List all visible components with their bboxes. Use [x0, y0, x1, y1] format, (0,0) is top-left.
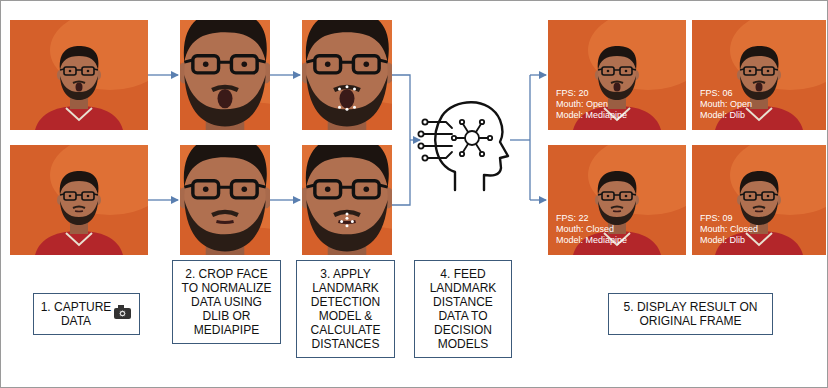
capture-photo [10, 135, 170, 255]
step-box: 4. FEED LANDMARK DISTANCE DATA TO DECISI… [414, 260, 512, 358]
result-readout: Mouth: Closed [700, 224, 758, 235]
step-box: 3. APPLY LANDMARK DETECTION MODEL & CALC… [296, 260, 395, 358]
result-readout: FPS: 06 [700, 88, 752, 99]
result-readout: Model: Mediapipe [556, 235, 627, 246]
result-readout: FPS: 09 [700, 213, 758, 224]
step-label: 2. CROP FACE TO NORMALIZE DATA USING DLI… [178, 267, 275, 337]
result-readout: Mouth: Closed [556, 224, 627, 235]
step-label: 3. APPLY LANDMARK DETECTION MODEL & CALC… [302, 267, 389, 351]
result-overlay: FPS: 06Mouth: OpenModel: Dlib [700, 88, 752, 121]
result-readout: Mouth: Open [700, 99, 752, 110]
result-overlay: FPS: 22Mouth: ClosedModel: Mediapipe [556, 213, 627, 246]
step-box: 1. CAPTURE DATA [33, 293, 140, 335]
result-overlay: FPS: 09Mouth: ClosedModel: Dlib [700, 213, 758, 246]
result-readout: FPS: 22 [556, 213, 627, 224]
result-readout: Model: Dlib [700, 110, 752, 121]
result-frame: FPS: 06Mouth: OpenModel: Dlib [692, 20, 826, 130]
result-photo [548, 10, 708, 130]
flow-arrows [148, 75, 546, 205]
step-box: 5. DISPLAY RESULT ON ORIGINAL FRAME [608, 293, 773, 335]
result-frame: FPS: 20Mouth: OpenModel: Mediapipe [548, 20, 686, 130]
camera-icon [114, 305, 131, 319]
result-readout: Model: Mediapipe [556, 110, 627, 121]
result-frame: FPS: 22Mouth: ClosedModel: Mediapipe [548, 145, 686, 255]
result-readout: Model: Dlib [700, 235, 758, 246]
result-frame: FPS: 09Mouth: ClosedModel: Dlib [692, 145, 826, 255]
step-label: 5. DISPLAY RESULT ON ORIGINAL FRAME [614, 300, 767, 328]
result-readout: FPS: 20 [556, 88, 627, 99]
step-label: 4. FEED LANDMARK DISTANCE DATA TO DECISI… [420, 267, 506, 351]
result-photo [690, 10, 828, 130]
result-overlay: FPS: 20Mouth: OpenModel: Mediapipe [556, 88, 627, 121]
capture-photo [10, 10, 170, 130]
result-readout: Mouth: Open [556, 99, 627, 110]
result-photo [548, 135, 708, 255]
ai-head-icon [418, 102, 508, 190]
result-photo [690, 135, 828, 255]
step-box: 2. CROP FACE TO NORMALIZE DATA USING DLI… [172, 260, 281, 344]
step-label: 1. CAPTURE DATA [39, 300, 113, 328]
